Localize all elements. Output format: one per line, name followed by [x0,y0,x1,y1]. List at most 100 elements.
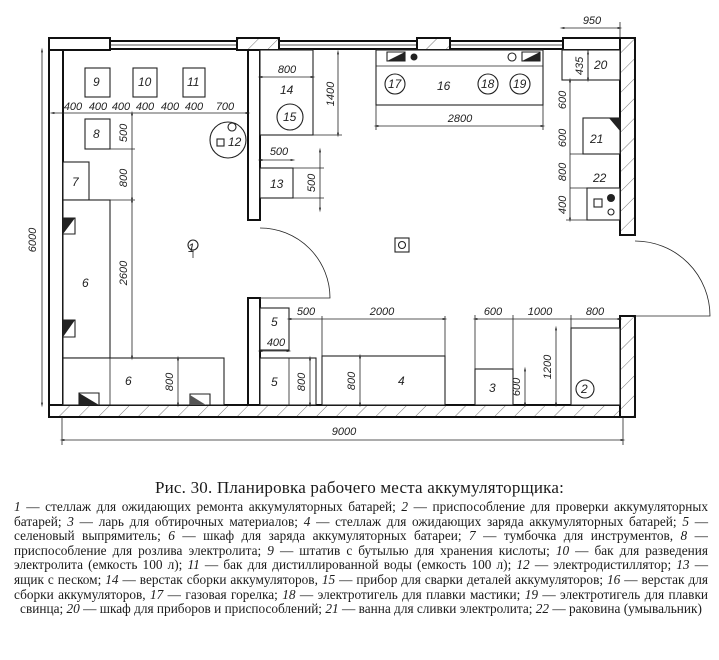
item-9-box [84,67,111,98]
item-15-circle [276,103,304,131]
dim-label: 700 [216,101,235,113]
legend-item: 8 — приспособление для розлива электроли… [14,528,708,558]
item-5-lower [259,357,317,406]
label-item-7: 7 [72,175,80,189]
dim-label: 400 [64,101,83,113]
item-labels: 1 2 3 4 5 5 6 6 7 8 9 10 11 12 13 14 15 … [72,58,608,396]
walls [48,37,711,418]
legend-text: стеллаж для ожидающих заряда аккумулятор… [335,513,677,529]
legend-text: приспособление для проверки аккумуляторн… [14,499,708,529]
legend-item: 21 — ванна для сливки электролита; [325,601,533,617]
right-wall-upper [619,37,636,236]
legend-item: 14 — верстак сборки аккумуляторов, [105,571,318,587]
label-item-8: 8 [93,127,100,141]
legend-number: 18 [282,586,296,602]
item-22-sink [586,187,621,221]
item-13-box [259,167,294,199]
label-item-5: 5 [271,315,278,329]
item-10-box [132,67,158,98]
dim-label: 400 [161,101,180,113]
dim-label: 800 [118,168,130,187]
item-11-box [182,67,206,98]
legend-number: 6 [168,528,175,544]
legend-number: 14 [105,571,119,587]
item-2-circle [575,379,595,399]
dim-label: 400 [112,101,131,113]
legend-number: 11 [187,557,200,573]
legend-text: газовая горелка; [185,586,278,602]
dim-label: 1400 [325,81,337,106]
label-item-18: 18 [481,77,495,91]
legend-item: 15 — прибор для сварки деталей аккумулят… [321,571,604,587]
label-item-10: 10 [138,75,152,89]
dim-label: 1200 [542,354,554,379]
dim-label: 800 [296,372,308,391]
item-4-rack [321,355,446,406]
legend-number: 10 [555,542,570,558]
legend-number: 20 [66,601,80,617]
legend-text: раковина (умывальник) [569,601,702,617]
label-item-12: 12 [228,135,242,149]
legend-text: шкаф для приборов и приспособлений; [99,601,323,617]
label-item-2: 2 [580,382,588,396]
label-item-6: 6 [82,276,89,290]
right-wall-lower [619,315,636,418]
legend-item: 17 — газовая горелка; [150,586,278,602]
legend-number: 2 [401,499,409,514]
legend-number: 8 [680,528,688,544]
legend-item: 22 — раковина (умывальник) [535,601,702,617]
legend-number: 17 [150,586,164,602]
dim-label: 2000 [369,306,395,318]
label-item-14: 14 [280,83,294,97]
dim-label: 600 [557,90,569,109]
legend-text: электродистиллятор; [553,557,672,573]
legend-number: 7 [469,528,476,544]
legend-number: 15 [321,571,336,587]
legend-number: 22 [535,601,550,617]
legend-text: электротигель для плавки мастики; [317,586,521,602]
floor-plan: 1 2 3 4 5 5 6 6 7 8 9 10 11 12 13 14 15 … [27,15,711,445]
legend-number: 4 [303,513,311,529]
dim-label: 800 [586,306,605,318]
top-wall-pier [236,37,280,51]
item-8-box [84,118,111,150]
label-item-21: 21 [589,132,603,146]
legend-item: 5 — селеновый выпрямитель; [14,513,708,544]
label-item-6: 6 [125,374,132,388]
legend-number: 12 [516,557,530,573]
dim-label: 800 [164,372,176,391]
legend-item: 19 — электротигель для плавки свинца; [20,586,709,617]
label-item-9: 9 [93,75,100,89]
label-item-22: 22 [592,171,607,185]
left-wall [48,37,64,418]
dim-label: 950 [583,15,602,27]
dim-label: 800 [557,162,569,181]
dim-label: 800 [346,371,358,390]
legend-text: приспособление для розлива электролита; [14,542,262,558]
legend-item: 10 — бак для разведения электролита (емк… [14,542,708,573]
legend-item: 11 — бак для дистиллированной воды (емко… [187,557,512,573]
item-17-circle [384,73,406,95]
door-inner [259,227,331,299]
dim-label: 1000 [528,306,553,318]
dim-label: 400 [185,101,204,113]
legend-item: 20 — шкаф для приборов и приспособлений; [66,601,323,617]
label-item-13: 13 [270,177,284,191]
dim-label: 500 [270,146,289,158]
legend-item: 6 — шкаф для заряда аккумуляторных батар… [168,528,462,544]
legend-item: 4 — стеллаж для ожидающих заряда аккумул… [303,513,677,529]
dim-label: 2600 [118,260,130,286]
legend-text: электротигель для плавки свинца; [20,586,709,617]
dim-label: 2800 [447,113,473,125]
legend-number: 19 [524,586,538,602]
dim-label: 400 [136,101,155,113]
legend-item: 1 — стеллаж для ожидающих ремонта аккуму… [14,499,396,514]
item-18-circle [477,73,499,95]
legend-text: ларь для обтирочных материалов; [98,513,298,529]
legend-number: 16 [607,571,621,587]
dim-label: 500 [297,306,316,318]
legend-item: 12 — электродистиллятор; [516,557,672,573]
label-item-16: 16 [437,79,451,93]
legend-text: бак для разведения электролита (емкость … [14,542,708,573]
partition-upper [247,49,261,221]
